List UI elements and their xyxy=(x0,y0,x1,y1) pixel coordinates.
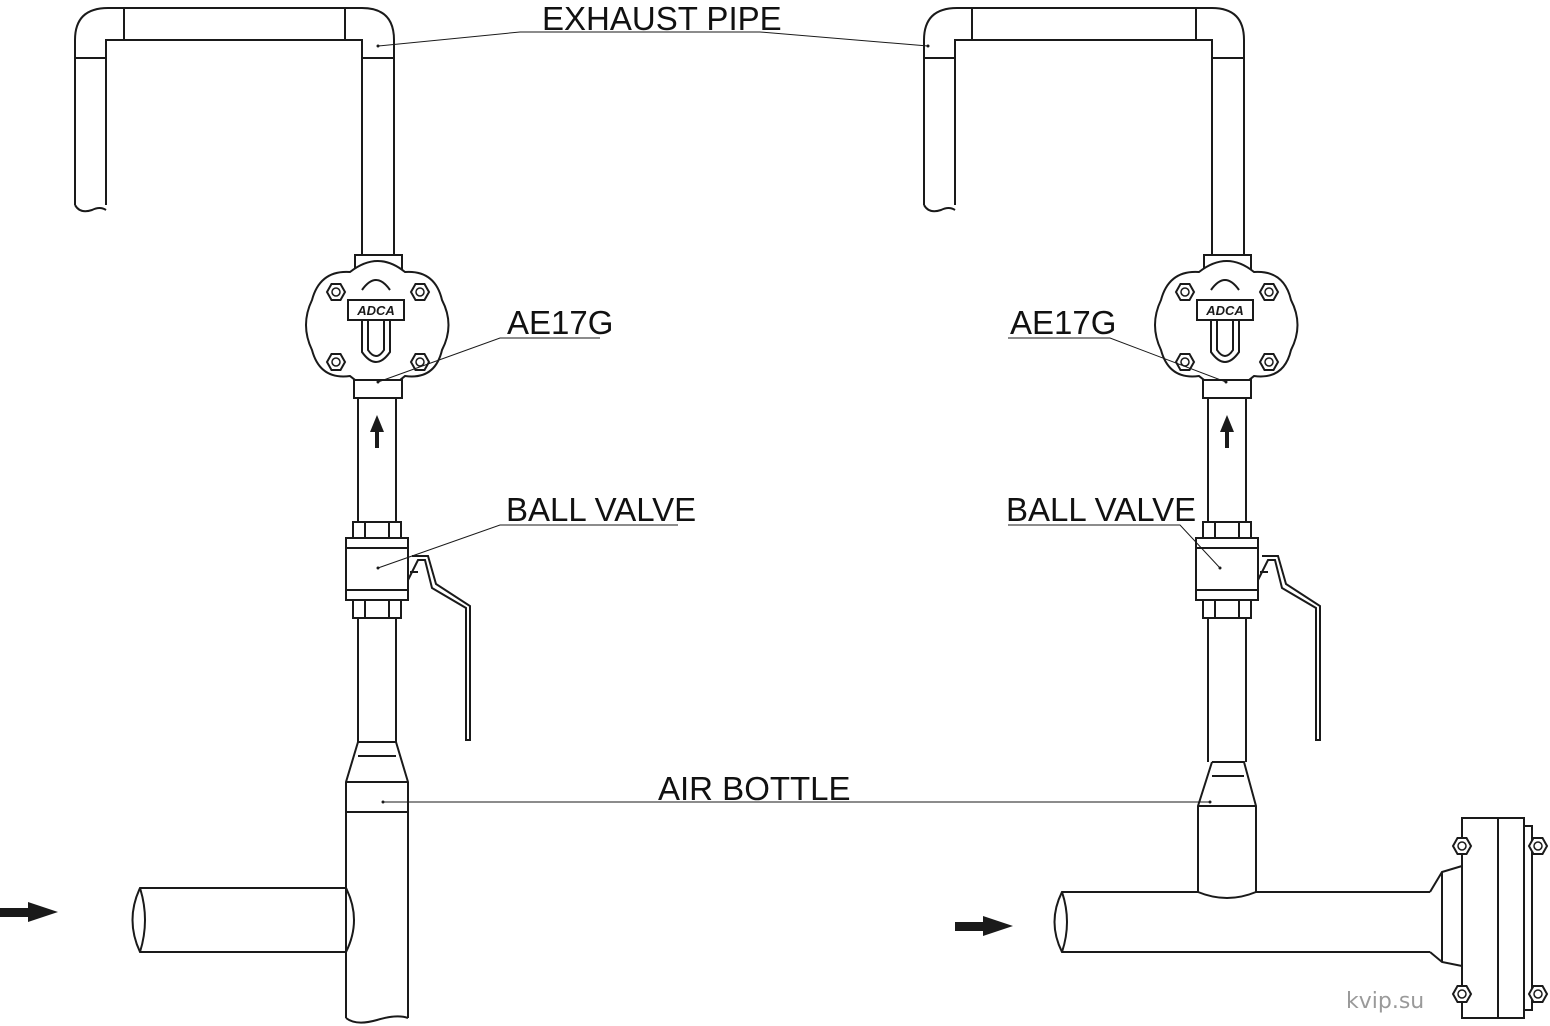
air-bottle-left xyxy=(345,741,409,1024)
label-air-bottle: AIR BOTTLE xyxy=(658,770,851,807)
label-ae17g-right: AE17G xyxy=(1010,304,1116,341)
brand-logo-left: ADCA xyxy=(356,303,395,318)
leader-lines xyxy=(376,31,1228,804)
flow-arrow-up-left xyxy=(370,415,384,448)
flow-arrow-inlet-left xyxy=(0,902,58,922)
brand-logo-right: ADCA xyxy=(1205,303,1244,318)
flow-arrow-up-right xyxy=(1220,415,1234,448)
air-bottle-right xyxy=(1197,761,1257,899)
left-assembly: ADCA xyxy=(0,7,471,1024)
ball-valve-right xyxy=(1195,521,1321,741)
main-pipe-left xyxy=(131,887,355,953)
label-ae17g-left: AE17G xyxy=(507,304,613,341)
ae17g-valve-left: ADCA xyxy=(305,254,450,399)
watermark: kvip.su xyxy=(1346,989,1424,1014)
main-pipe-right xyxy=(1053,865,1463,967)
ball-valve-left xyxy=(345,521,471,741)
label-ball-valve-right: BALL VALVE xyxy=(1006,491,1196,528)
label-ball-valve-left: BALL VALVE xyxy=(506,491,696,528)
label-exhaust-pipe: EXHAUST PIPE xyxy=(542,0,782,37)
exhaust-pipe-right xyxy=(923,7,1245,255)
ae17g-valve-right: ADCA xyxy=(1154,254,1299,399)
flow-arrow-inlet-right xyxy=(955,916,1013,936)
flange-right xyxy=(1452,817,1548,1019)
right-assembly: ADCA xyxy=(923,7,1548,1019)
exhaust-pipe-left xyxy=(74,7,395,255)
